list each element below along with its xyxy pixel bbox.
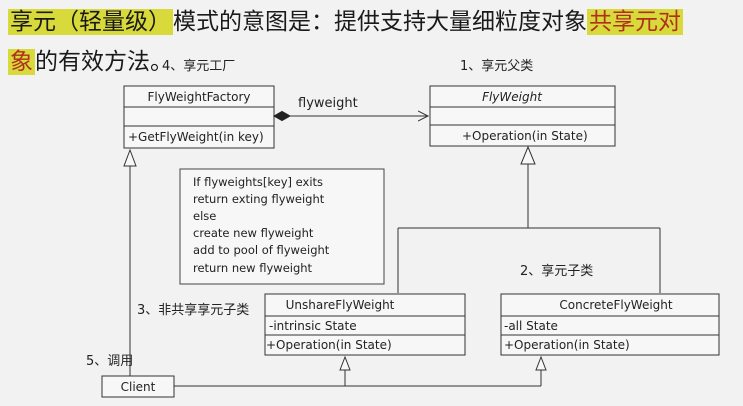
class-concreteflyweight[interactable]: ConcreteFlyWeight -all State +Operation(…	[500, 293, 720, 356]
note-line: return exting flyweight	[193, 192, 325, 206]
method-operation-unshare: +Operation(in State)	[266, 338, 392, 352]
heading-text: 模式的意图是：提供支持大量细粒度对象	[173, 9, 587, 35]
association-client-subclasses	[174, 355, 547, 387]
label-unshared: 3、非共享享元子类	[137, 302, 249, 318]
heading-highlight-shared: 共享元对	[587, 9, 683, 35]
label-call: 5、调用	[86, 354, 133, 369]
class-name-flyweightfactory: FlyWeightFactory	[148, 90, 251, 104]
class-flyweightfactory[interactable]: FlyWeightFactory +GetFlyWeight(in key)	[123, 85, 275, 149]
class-unshareflyweight[interactable]: UnshareFlyWeight -intrinsic State +Opera…	[264, 293, 466, 356]
class-name-flyweight: FlyWeight	[482, 90, 543, 104]
label-child: 2、享元子类	[520, 263, 593, 279]
class-client[interactable]: Client	[101, 375, 175, 398]
note-line: If flyweights[key] exits	[193, 175, 323, 189]
aggregation-factory-flyweight: flyweight	[272, 96, 428, 122]
note-line: create new flyweight	[193, 226, 314, 240]
label-factory: 4、享元工厂	[162, 58, 235, 74]
attr-all-state: -all State	[504, 319, 558, 333]
note-factory-logic: If flyweights[key] exits return exting f…	[179, 168, 385, 285]
association-label: flyweight	[298, 96, 358, 111]
aggregation-diamond	[272, 110, 292, 122]
heading-highlight-pattern: 享元（轻量级）	[8, 9, 173, 35]
heading-text-end: 的有效方法。	[35, 49, 173, 75]
note-line: add to pool of flyweight	[193, 243, 330, 257]
association-client-factory	[123, 148, 137, 376]
class-name-unshareflyweight: UnshareFlyWeight	[286, 298, 395, 312]
note-line: else	[193, 209, 216, 223]
method-operation-flyweight: +Operation(in State)	[462, 129, 588, 143]
class-flyweight[interactable]: FlyWeight +Operation(in State)	[429, 85, 616, 147]
heading-highlight-object: 象	[8, 49, 35, 75]
label-parent: 1、享元父类	[460, 58, 533, 74]
class-name-client: Client	[121, 380, 156, 394]
note-line: return new flyweight	[193, 261, 313, 275]
inheritance-triangle	[520, 145, 536, 165]
slide-heading: 享元（轻量级）模式的意图是：提供支持大量细粒度对象共享元对象的有效方法。	[8, 2, 736, 82]
method-getflyweight: +GetFlyWeight(in key)	[128, 130, 264, 144]
attr-intrinsic-state: -intrinsic State	[269, 319, 357, 333]
method-operation-concrete: +Operation(in State)	[504, 338, 630, 352]
inheritance-to-flyweight	[397, 145, 661, 293]
class-name-concreteflyweight: ConcreteFlyWeight	[559, 298, 673, 312]
